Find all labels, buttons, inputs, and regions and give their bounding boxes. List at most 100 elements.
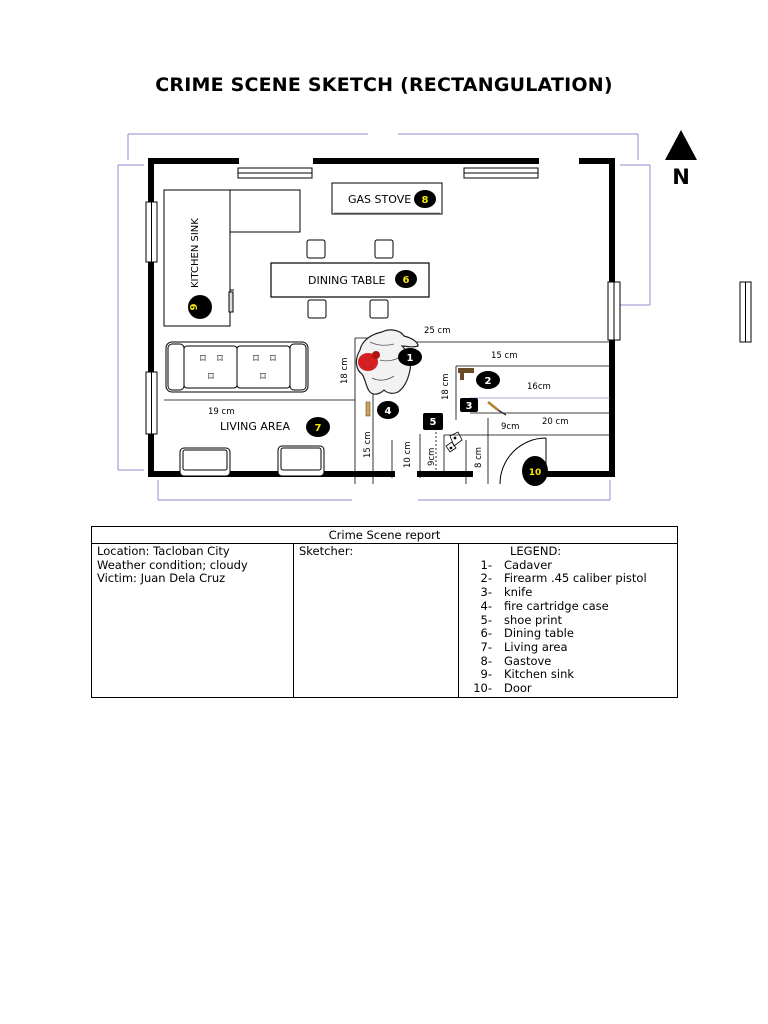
marker-5: 5	[423, 413, 443, 430]
legend-item-text: Living area	[504, 639, 568, 654]
svg-text:1: 1	[407, 353, 414, 364]
svg-text:10: 10	[529, 468, 542, 478]
marker-3: 3	[460, 398, 478, 412]
legend-item-text: knife	[504, 585, 533, 600]
report-location: Location: Tacloban City	[97, 544, 230, 558]
legend-item-number: 4-	[480, 598, 492, 613]
marker-10: 10	[522, 456, 548, 486]
measure-9cm-horizontal: 9cm	[501, 422, 519, 432]
svg-text:4: 4	[385, 406, 392, 417]
legend-item: 9- Kitchen sink	[464, 668, 672, 682]
svg-text:3: 3	[466, 401, 473, 412]
gas-stove-label: GAS STOVE	[348, 193, 411, 206]
dining-chairs	[306, 239, 394, 319]
legend-item: 6- Dining table	[464, 627, 672, 641]
report-weather: Weather condition; cloudy	[97, 557, 248, 572]
cadaver	[355, 329, 419, 395]
measurement-labels: 25 cm 15 cm 16cm 19 cm 20 cm 9cm 18 cm 1…	[208, 326, 568, 468]
legend-item-number: 2-	[480, 571, 492, 586]
measure-16cm: 16cm	[527, 382, 551, 392]
legend-item-text: Kitchen sink	[504, 667, 575, 682]
svg-text:5: 5	[430, 417, 437, 428]
legend-item: 5- shoe print	[464, 612, 672, 628]
knife-icon	[487, 401, 507, 416]
evidence-markers: 1 2 3 4 5 6 7 8	[188, 190, 548, 486]
svg-text:2: 2	[485, 376, 492, 387]
legend-item-number: 6-	[480, 626, 492, 641]
report-legend-cell: LEGEND: 1- Cadaver 2- Firearm .45 caliber p…	[458, 543, 678, 698]
svg-text:6: 6	[403, 275, 410, 286]
marker-7: 7	[306, 417, 330, 437]
marker-8: 8	[414, 190, 436, 208]
legend-item-number: 7-	[480, 639, 492, 654]
measure-15cm-top: 15 cm	[491, 351, 517, 361]
compass-label: N	[672, 165, 690, 189]
shoe-print-icon	[445, 431, 463, 453]
north-arrow-icon	[665, 130, 697, 160]
measure-9cm-vertical: 9cm	[427, 448, 437, 466]
svg-text:8: 8	[422, 195, 429, 206]
legend-item: 10- Door	[464, 681, 672, 696]
svg-text:⌑: ⌑	[260, 370, 266, 383]
svg-text:⌑: ⌑	[217, 352, 223, 365]
legend-item-number: 8-	[480, 653, 492, 668]
measure-20cm: 20 cm	[542, 417, 568, 427]
room-walls	[148, 158, 615, 477]
kitchen-counter	[163, 189, 301, 327]
marker-6: 6	[395, 270, 417, 288]
measure-18cm-right: 18 cm	[441, 374, 451, 400]
svg-text:9: 9	[189, 303, 200, 310]
guide-lines	[117, 133, 651, 501]
measure-10cm: 10 cm	[403, 442, 413, 468]
report-header: Crime Scene report	[91, 526, 678, 544]
sofa-cushion-marks: ⌑⌑⌑ ⌑⌑⌑	[200, 352, 276, 383]
legend-item-text: Gastove	[504, 653, 552, 668]
armchairs	[179, 445, 325, 477]
measure-18cm-left: 18 cm	[340, 358, 350, 384]
marker-9: 9	[188, 295, 212, 319]
marker-2: 2	[476, 371, 500, 389]
legend-item: 8- Gastove	[464, 653, 672, 669]
measure-19cm: 19 cm	[208, 407, 234, 417]
legend-item: 7- Living area	[464, 639, 672, 655]
legend-title: LEGEND:	[510, 544, 562, 558]
north-arrow: N	[665, 130, 697, 189]
marker-1: 1	[398, 348, 422, 366]
legend-item-number: 9-	[480, 667, 492, 682]
crime-scene-report-table: Crime Scene report Location: Tacloban Ci…	[91, 526, 678, 698]
legend-item-text: Dining table	[504, 626, 574, 641]
report-sketcher-cell: Sketcher:	[293, 543, 459, 698]
legend-item-number: 5-	[480, 612, 492, 627]
legend-list: 1- Cadaver 2- Firearm .45 caliber pistol 3- k…	[464, 557, 672, 696]
legend-item-text: Door	[504, 681, 532, 696]
report-info-cell: Location: Tacloban City Weather conditio…	[91, 543, 294, 698]
page-title: CRIME SCENE SKETCH (RECTANGULATION)	[155, 74, 613, 96]
living-area-label: LIVING AREA	[220, 420, 291, 433]
sofa	[165, 341, 309, 393]
svg-text:⌑: ⌑	[253, 352, 259, 365]
legend-item-number: 3-	[480, 585, 492, 600]
legend-item-text: shoe print	[504, 612, 563, 627]
legend-item-text: fire cartridge case	[504, 598, 609, 613]
legend-item: 4- fire cartridge case	[464, 598, 672, 614]
cadaver-outline	[355, 329, 419, 395]
windows	[145, 167, 752, 435]
measure-25cm: 25 cm	[424, 326, 450, 336]
report-victim: Victim: Juan Dela Cruz	[97, 571, 226, 586]
legend-item-text: Cadaver	[504, 557, 553, 572]
cartridge-case-icon	[365, 401, 371, 417]
legend-item-number: 1-	[480, 557, 492, 572]
floor-plan-sketch: N KITCHEN SINK GAS STOVE DINING TABLE ⌑⌑…	[117, 130, 752, 501]
kitchen-sink-label: KITCHEN SINK	[190, 218, 201, 288]
legend-item-text: Firearm .45 caliber pistol	[504, 571, 647, 586]
marker-4: 4	[377, 401, 399, 419]
pistol-icon	[458, 368, 474, 380]
report-sketcher: Sketcher:	[299, 544, 354, 558]
svg-text:⌑: ⌑	[270, 352, 276, 365]
measure-8cm: 8 cm	[474, 447, 484, 468]
legend-item: 2- Firearm .45 caliber pistol	[464, 572, 672, 586]
legend-item: 1- Cadaver	[464, 557, 672, 573]
svg-text:⌑: ⌑	[200, 352, 206, 365]
legend-item-number: 10-	[473, 681, 492, 696]
dining-table-label: DINING TABLE	[308, 274, 386, 287]
